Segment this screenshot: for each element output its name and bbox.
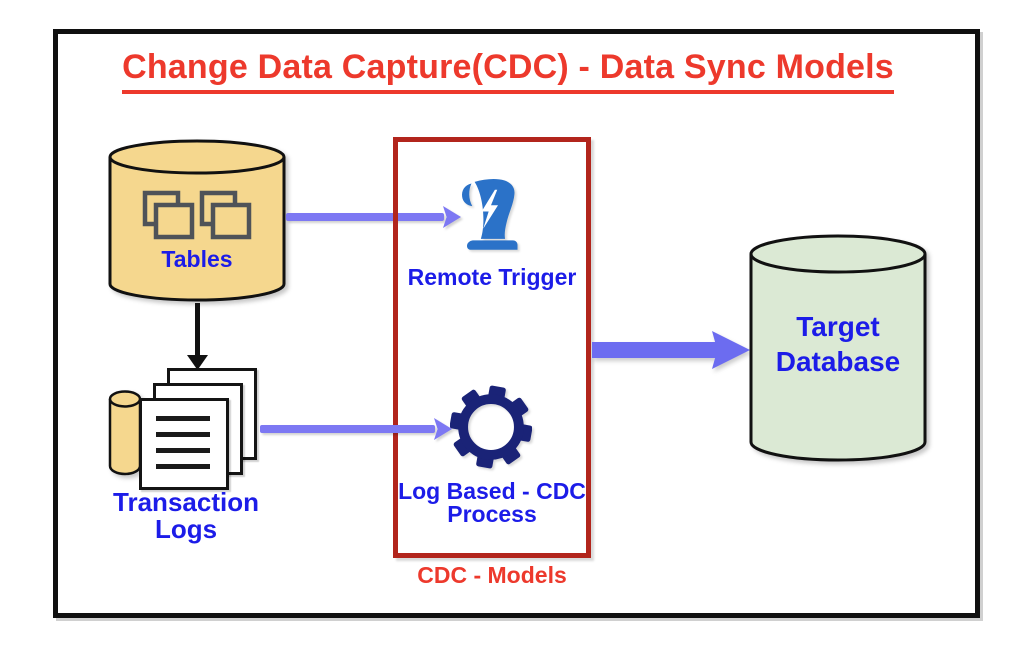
logs-mini-cylinder bbox=[108, 390, 142, 481]
tables-label: Tables bbox=[161, 246, 233, 272]
remote-trigger-label: Remote Trigger bbox=[407, 264, 577, 290]
arrow-tables-to-logs bbox=[185, 303, 209, 370]
cdc-models-label: CDC - Models bbox=[417, 562, 567, 588]
target-database-label: Target Database bbox=[775, 311, 901, 377]
tables-cylinder bbox=[107, 138, 287, 309]
log-page-front bbox=[139, 398, 229, 490]
database-cylinder-icon bbox=[749, 234, 927, 462]
log-based-cdc-label: Log Based - CDC Process bbox=[398, 478, 586, 527]
tables-icon bbox=[199, 190, 252, 245]
arrow-logs-to-cdc-process bbox=[260, 418, 452, 440]
transaction-logs-label: Transaction Logs bbox=[113, 487, 259, 544]
target-database-cylinder bbox=[748, 233, 928, 469]
gear-icon bbox=[449, 384, 533, 475]
arrow-tables-to-trigger bbox=[286, 206, 461, 228]
title-wrap: Change Data Capture(CDC) - Data Sync Mod… bbox=[0, 48, 1016, 94]
trigger-scroll-icon bbox=[452, 177, 530, 262]
tables-icon bbox=[142, 190, 195, 245]
database-cylinder-icon bbox=[108, 139, 286, 302]
cdc-models-box bbox=[393, 137, 591, 558]
lightning-bolt-icon bbox=[481, 189, 499, 229]
arrow-cdc-to-target bbox=[592, 331, 750, 369]
page-title: Change Data Capture(CDC) - Data Sync Mod… bbox=[122, 48, 894, 94]
